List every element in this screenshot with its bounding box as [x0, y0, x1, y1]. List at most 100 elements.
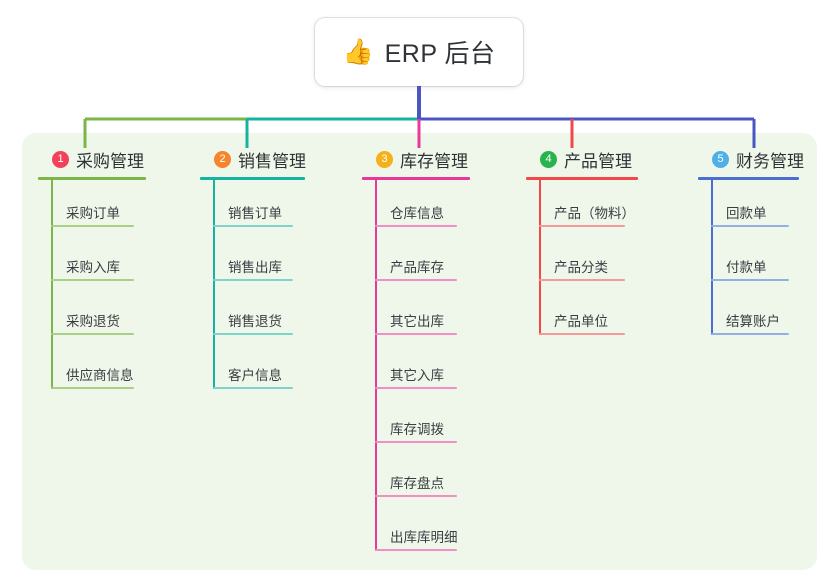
menu-item-label: 采购订单 — [66, 206, 120, 221]
menu-item-rule — [711, 333, 789, 335]
column-title-4: 产品管理 — [564, 151, 632, 171]
menu-item-label: 产品库存 — [390, 260, 444, 275]
column-header-rule-2 — [200, 177, 305, 180]
menu-item-label: 库存盘点 — [390, 476, 444, 491]
column-items-2: 销售订单销售出库销售退货客户信息 — [200, 180, 312, 396]
menu-item-label: 销售订单 — [228, 206, 282, 221]
menu-item-label: 其它出库 — [390, 314, 444, 329]
column-header-rule-1 — [38, 177, 146, 180]
menu-item-label: 仓库信息 — [390, 206, 444, 221]
menu-item[interactable]: 采购退货 — [38, 288, 153, 342]
menu-item-label: 产品单位 — [554, 314, 608, 329]
column-rail-3 — [375, 180, 377, 551]
thumbs-up-icon: 👍 — [342, 37, 374, 66]
menu-item-label: 采购退货 — [66, 314, 120, 329]
menu-item-label: 销售出库 — [228, 260, 282, 275]
menu-item-rule — [51, 333, 134, 335]
column-title-3: 库存管理 — [400, 151, 468, 171]
menu-item-rule — [539, 279, 625, 281]
column-1: 1 采购管理采购订单采购入库采购退货供应商信息 — [38, 147, 153, 396]
menu-item[interactable]: 产品单位 — [526, 288, 644, 342]
menu-item[interactable]: 出库库明细 — [362, 504, 477, 558]
column-badge-3: 3 — [376, 150, 393, 168]
column-items-3: 仓库信息产品库存其它出库其它入库库存调拨库存盘点出库库明细 — [362, 180, 477, 558]
menu-item-rule — [539, 225, 625, 227]
column-header-4[interactable]: 4 产品管理 — [526, 147, 644, 171]
column-title-5: 财务管理 — [736, 151, 804, 171]
menu-item-rule — [711, 279, 789, 281]
column-rail-5 — [711, 180, 713, 335]
column-items-4: 产品（物料） 产品分类产品单位 — [526, 180, 644, 342]
menu-item-rule — [375, 279, 457, 281]
column-header-rule-5 — [698, 177, 799, 180]
menu-item[interactable]: 采购入库 — [38, 234, 153, 288]
menu-item[interactable]: 销售出库 — [200, 234, 312, 288]
menu-item-rule — [213, 333, 293, 335]
column-rail-1 — [51, 180, 53, 389]
menu-item[interactable]: 仓库信息 — [362, 180, 477, 234]
menu-item-label: 客户信息 — [228, 368, 282, 383]
column-rail-4 — [539, 180, 541, 335]
menu-item[interactable]: 产品（物料） — [526, 180, 644, 234]
menu-item[interactable]: 其它出库 — [362, 288, 477, 342]
menu-item[interactable]: 产品库存 — [362, 234, 477, 288]
menu-item[interactable]: 回款单 — [698, 180, 806, 234]
menu-item-rule — [375, 387, 457, 389]
column-4: 4 产品管理产品（物料） 产品分类产品单位 — [526, 147, 644, 342]
column-header-5[interactable]: 5 财务管理 — [698, 147, 806, 171]
menu-item[interactable]: 客户信息 — [200, 342, 312, 396]
column-items-1: 采购订单采购入库采购退货供应商信息 — [38, 180, 153, 396]
column-badge-5: 5 — [712, 150, 729, 168]
menu-item-label: 出库库明细 — [390, 530, 458, 545]
menu-item-label: 付款单 — [726, 260, 767, 275]
column-3: 3 库存管理仓库信息产品库存其它出库其它入库库存调拨库存盘点出库库明细 — [362, 147, 477, 558]
menu-item-rule — [375, 225, 457, 227]
menu-item[interactable]: 其它入库 — [362, 342, 477, 396]
column-title-1: 采购管理 — [76, 151, 144, 171]
column-rail-2 — [213, 180, 215, 389]
menu-item[interactable]: 库存盘点 — [362, 450, 477, 504]
menu-item-rule — [375, 333, 457, 335]
menu-item-rule — [213, 387, 293, 389]
menu-item[interactable]: 产品分类 — [526, 234, 644, 288]
column-badge-4: 4 — [540, 150, 557, 168]
column-badge-1: 1 — [52, 150, 69, 168]
menu-item-rule — [213, 279, 293, 281]
menu-item-rule — [539, 333, 625, 335]
menu-item[interactable]: 供应商信息 — [38, 342, 153, 396]
menu-item-label: 采购入库 — [66, 260, 120, 275]
menu-item[interactable]: 采购订单 — [38, 180, 153, 234]
menu-item-label: 产品分类 — [554, 260, 608, 275]
menu-item-label: 结算账户 — [726, 314, 780, 329]
column-5: 5 财务管理回款单付款单结算账户 — [698, 147, 806, 342]
mindmap-panel — [22, 133, 817, 570]
menu-item-rule — [375, 441, 457, 443]
menu-item[interactable]: 付款单 — [698, 234, 806, 288]
menu-item[interactable]: 销售退货 — [200, 288, 312, 342]
menu-item-label: 其它入库 — [390, 368, 444, 383]
menu-item-rule — [51, 387, 134, 389]
menu-item-label: 回款单 — [726, 206, 767, 221]
menu-item-rule — [375, 549, 457, 551]
menu-item-rule — [711, 225, 789, 227]
root-node-title: ERP 后台 — [384, 40, 496, 68]
menu-item[interactable]: 销售订单 — [200, 180, 312, 234]
menu-item[interactable]: 结算账户 — [698, 288, 806, 342]
column-header-rule-3 — [362, 177, 470, 180]
menu-item-rule — [213, 225, 293, 227]
column-items-5: 回款单付款单结算账户 — [698, 180, 806, 342]
column-header-rule-4 — [526, 177, 638, 180]
column-header-3[interactable]: 3 库存管理 — [362, 147, 477, 171]
menu-item-label: 供应商信息 — [66, 368, 134, 383]
root-node-card[interactable]: 👍 ERP 后台 — [315, 18, 523, 86]
menu-item-rule — [51, 279, 134, 281]
menu-item-rule — [375, 495, 457, 497]
menu-item[interactable]: 库存调拨 — [362, 396, 477, 450]
menu-item-rule — [51, 225, 134, 227]
column-header-1[interactable]: 1 采购管理 — [38, 147, 153, 171]
menu-item-label: 库存调拨 — [390, 422, 444, 437]
menu-item-label: 产品（物料） — [554, 206, 635, 221]
column-badge-2: 2 — [214, 150, 231, 168]
